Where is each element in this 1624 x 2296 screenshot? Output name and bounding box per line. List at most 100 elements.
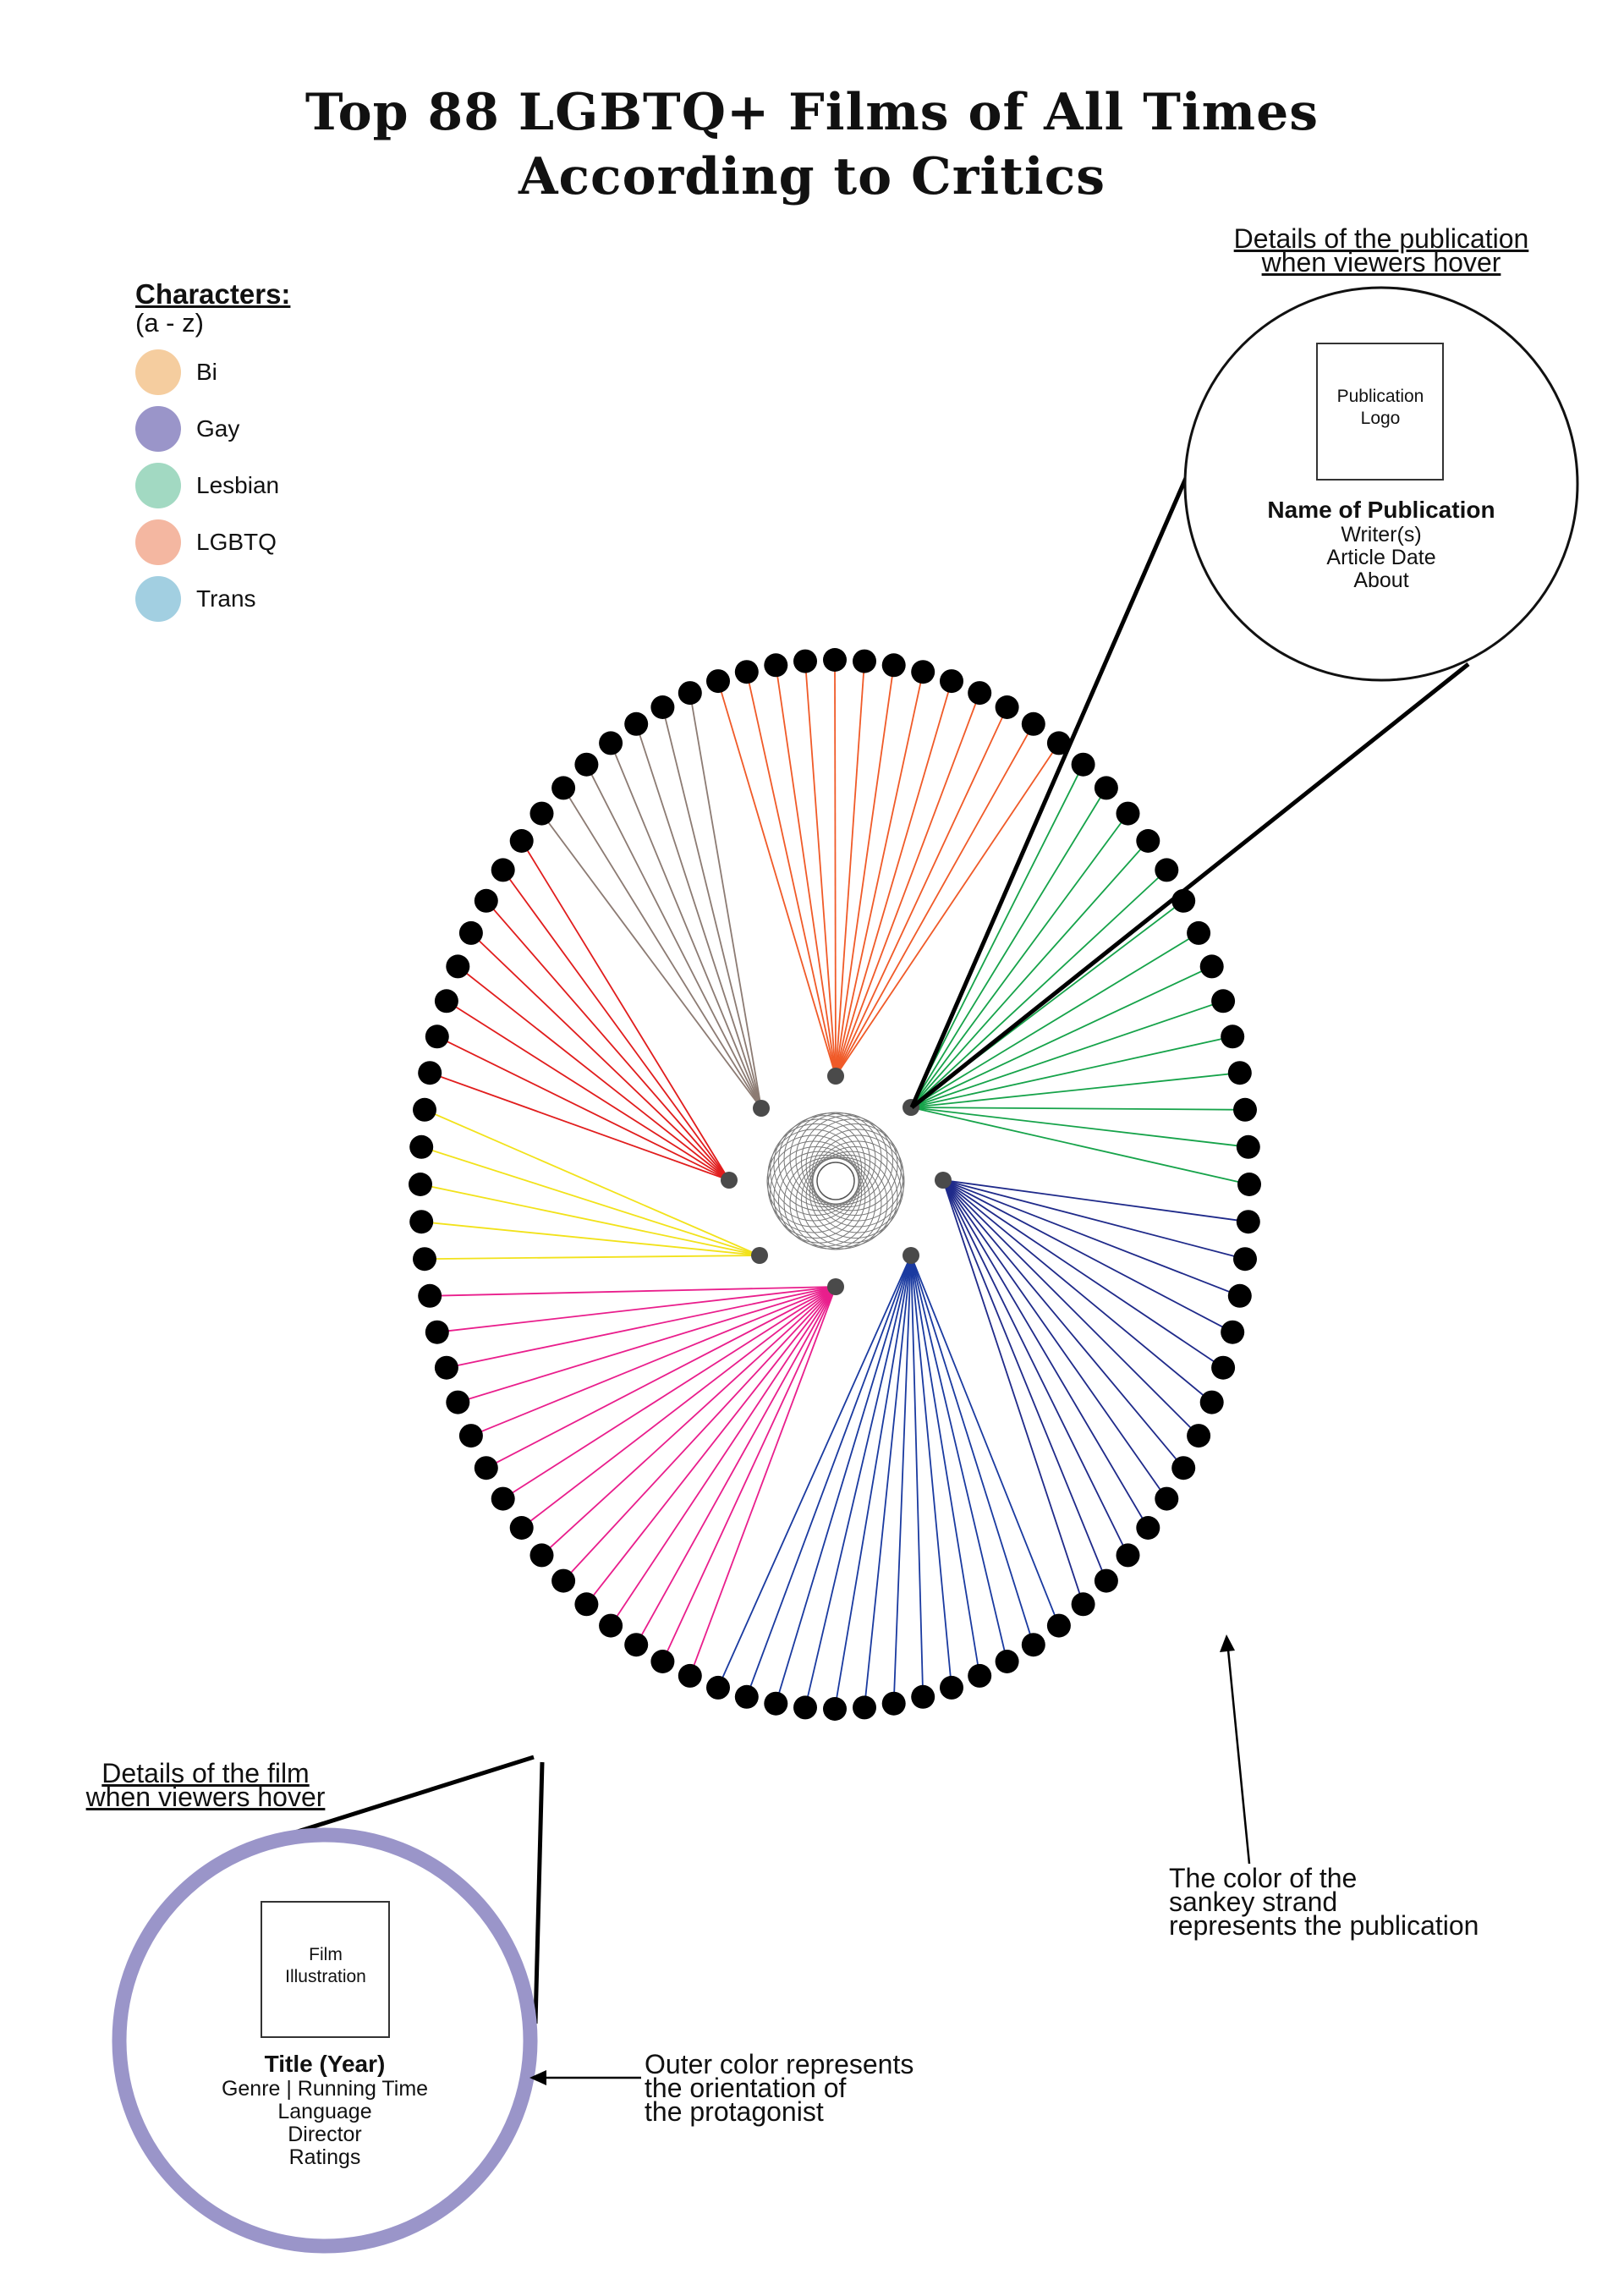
- film-node[interactable]: [418, 1061, 442, 1085]
- film-node[interactable]: [823, 648, 847, 672]
- film-node[interactable]: [881, 1691, 906, 1716]
- film-node[interactable]: [624, 711, 649, 736]
- film-node[interactable]: [1116, 801, 1140, 826]
- film-node[interactable]: [509, 829, 534, 853]
- film-node[interactable]: [529, 801, 554, 826]
- film-node[interactable]: [734, 660, 759, 684]
- film-node[interactable]: [409, 1173, 432, 1196]
- publication-node[interactable]: [827, 1068, 844, 1085]
- film-node[interactable]: [491, 1486, 515, 1511]
- film-node[interactable]: [881, 653, 906, 678]
- film-node[interactable]: [1071, 752, 1095, 777]
- film-node[interactable]: [425, 1024, 449, 1049]
- film-node[interactable]: [1221, 1320, 1245, 1344]
- sankey-strand: [420, 1184, 760, 1256]
- film-node[interactable]: [678, 1663, 702, 1688]
- film-node[interactable]: [911, 1684, 935, 1709]
- film-node[interactable]: [940, 669, 963, 694]
- film-node[interactable]: [1233, 1097, 1257, 1122]
- film-node[interactable]: [446, 954, 470, 979]
- film-node[interactable]: [446, 1390, 470, 1414]
- film-node[interactable]: [1136, 1516, 1160, 1540]
- film-node[interactable]: [706, 1675, 730, 1700]
- film-node[interactable]: [1094, 776, 1118, 800]
- publication-about: About: [1353, 569, 1409, 592]
- film-node[interactable]: [764, 653, 788, 678]
- film-node[interactable]: [1071, 1592, 1095, 1617]
- film-node[interactable]: [911, 660, 935, 684]
- film-node[interactable]: [1021, 1633, 1045, 1657]
- publication-node[interactable]: [827, 1278, 844, 1295]
- film-node[interactable]: [793, 1695, 817, 1720]
- film-node[interactable]: [1155, 1486, 1179, 1511]
- film-node[interactable]: [1136, 829, 1160, 853]
- film-node[interactable]: [409, 1210, 434, 1234]
- sankey-strand: [775, 1255, 912, 1704]
- film-node[interactable]: [529, 1543, 554, 1568]
- publication-node[interactable]: [721, 1172, 738, 1189]
- film-node[interactable]: [940, 1675, 963, 1700]
- film-node[interactable]: [418, 1283, 442, 1308]
- film-node[interactable]: [1227, 1061, 1252, 1085]
- film-node[interactable]: [1236, 1134, 1260, 1159]
- film-node[interactable]: [1187, 1424, 1211, 1448]
- film-node[interactable]: [409, 1134, 434, 1159]
- film-node[interactable]: [853, 649, 876, 673]
- film-node[interactable]: [474, 888, 498, 913]
- film-node[interactable]: [434, 989, 458, 1013]
- film-node[interactable]: [1094, 1568, 1118, 1593]
- film-node[interactable]: [1199, 954, 1224, 979]
- film-node[interactable]: [434, 1355, 458, 1380]
- film-node[interactable]: [574, 752, 599, 777]
- film-node[interactable]: [1237, 1173, 1261, 1196]
- film-node[interactable]: [599, 731, 623, 755]
- film-node[interactable]: [995, 1650, 1019, 1673]
- film-node[interactable]: [1221, 1024, 1245, 1049]
- film-node[interactable]: [551, 776, 576, 800]
- legend-item-bi: Bi: [135, 343, 290, 400]
- film-node[interactable]: [968, 681, 992, 706]
- film-node[interactable]: [425, 1320, 449, 1344]
- film-node[interactable]: [458, 920, 483, 945]
- film-node[interactable]: [853, 1695, 876, 1720]
- film-node[interactable]: [1155, 858, 1179, 882]
- film-node[interactable]: [968, 1663, 992, 1688]
- film-node[interactable]: [574, 1592, 599, 1617]
- film-illustration-box: [261, 1901, 390, 2038]
- film-node[interactable]: [599, 1613, 623, 1638]
- film-node[interactable]: [1116, 1543, 1140, 1568]
- film-node[interactable]: [650, 695, 675, 719]
- film-node[interactable]: [734, 1684, 759, 1709]
- film-node[interactable]: [1171, 1456, 1196, 1480]
- sankey-strand: [562, 1286, 837, 1582]
- film-node[interactable]: [1211, 1355, 1236, 1380]
- film-node[interactable]: [793, 649, 817, 673]
- film-node[interactable]: [1199, 1390, 1224, 1414]
- film-node[interactable]: [706, 669, 730, 694]
- film-node[interactable]: [551, 1568, 576, 1593]
- film-node[interactable]: [474, 1456, 498, 1480]
- publication-node[interactable]: [751, 1247, 768, 1264]
- film-node[interactable]: [509, 1516, 534, 1540]
- film-node[interactable]: [413, 1097, 436, 1122]
- publication-node[interactable]: [935, 1172, 952, 1189]
- publication-node[interactable]: [903, 1247, 919, 1264]
- film-node[interactable]: [624, 1633, 649, 1657]
- film-node[interactable]: [1236, 1210, 1260, 1234]
- film-node[interactable]: [491, 858, 515, 882]
- film-node[interactable]: [1233, 1247, 1257, 1272]
- film-node[interactable]: [458, 1424, 483, 1448]
- film-node[interactable]: [678, 681, 702, 706]
- publication-node[interactable]: [753, 1100, 770, 1117]
- film-node[interactable]: [1227, 1283, 1252, 1308]
- film-node[interactable]: [823, 1697, 847, 1721]
- film-node[interactable]: [1187, 920, 1211, 945]
- film-node[interactable]: [1211, 989, 1236, 1013]
- film-node[interactable]: [764, 1691, 788, 1716]
- film-node[interactable]: [1046, 1613, 1071, 1638]
- film-node[interactable]: [1046, 731, 1071, 755]
- film-node[interactable]: [1021, 711, 1045, 736]
- film-node[interactable]: [413, 1247, 436, 1272]
- film-node[interactable]: [650, 1650, 675, 1673]
- film-node[interactable]: [995, 695, 1019, 719]
